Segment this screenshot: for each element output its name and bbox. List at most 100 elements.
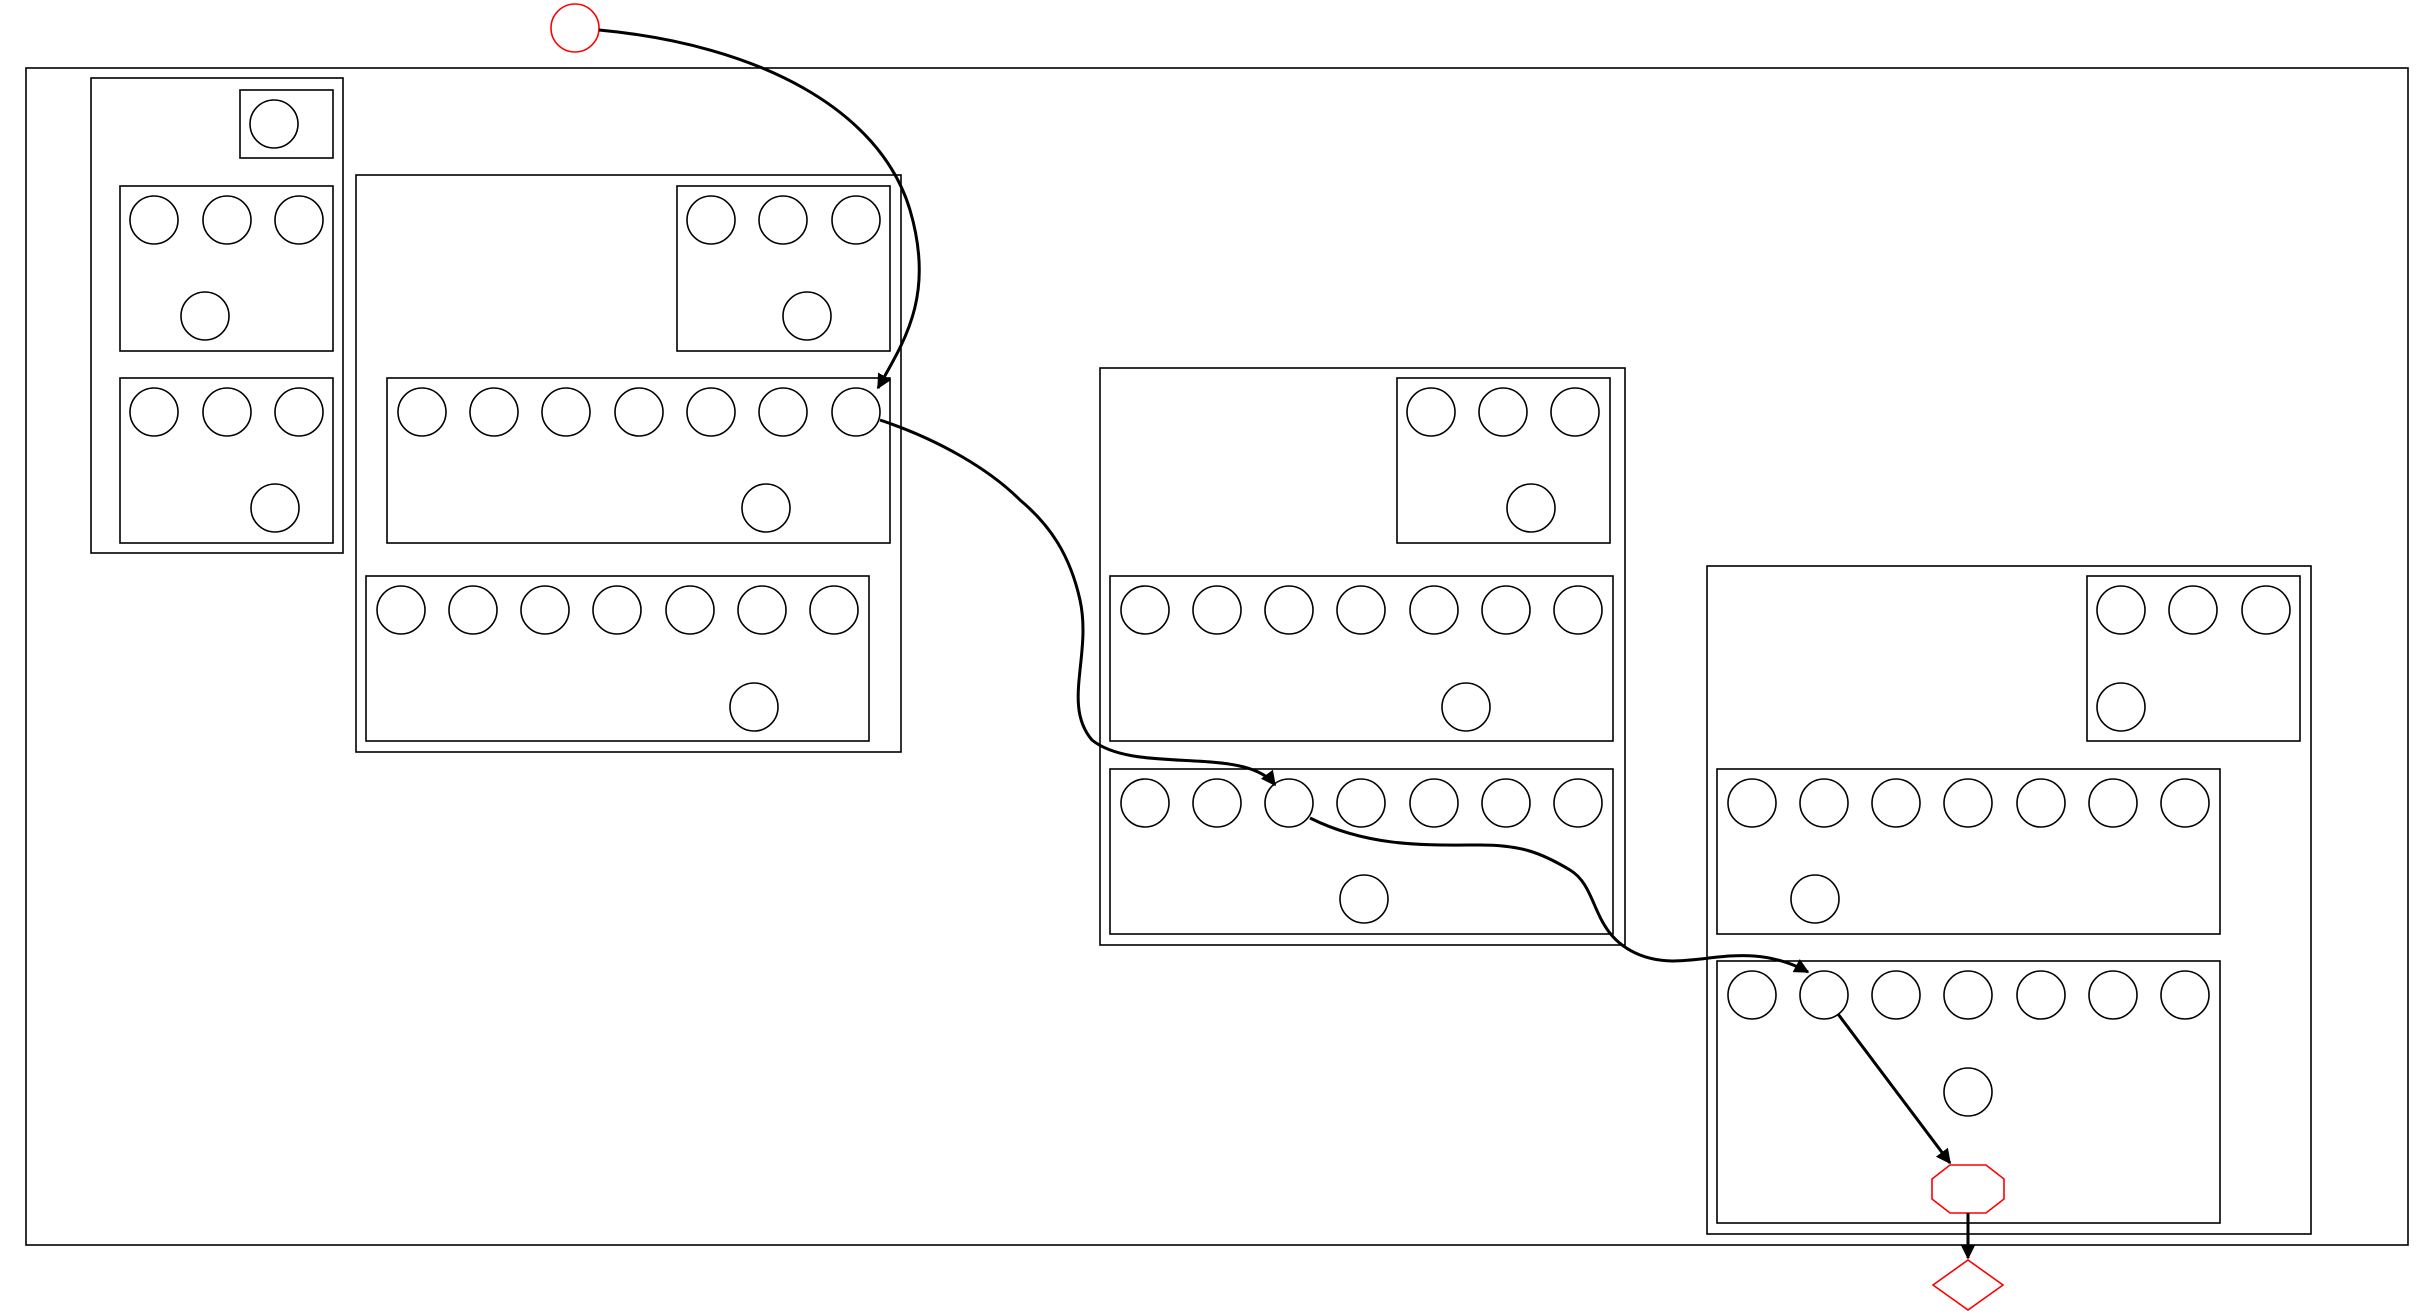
subcluster-c4b bbox=[1716, 768, 2221, 935]
subcluster-c1a-box bbox=[239, 89, 334, 159]
graph-node bbox=[1264, 585, 1314, 635]
subcluster-c2b-box bbox=[386, 377, 891, 544]
graph-node bbox=[737, 585, 787, 635]
graph-node bbox=[1192, 778, 1242, 828]
graph-node bbox=[1264, 778, 1314, 828]
subcluster-c4a-box bbox=[2086, 575, 2301, 742]
graph-node bbox=[2016, 778, 2066, 828]
edge-c2b-to-c3c bbox=[879, 418, 1277, 787]
graph-node bbox=[1478, 387, 1528, 437]
subcluster-c1c-box bbox=[119, 377, 334, 544]
subcluster-c1c bbox=[119, 377, 334, 544]
start-circle-node bbox=[550, 3, 600, 53]
subcluster-c2c-box bbox=[365, 575, 870, 742]
cluster-c2 bbox=[355, 174, 902, 753]
graph-node bbox=[2241, 585, 2291, 635]
subcluster-c3b-box bbox=[1109, 575, 1614, 742]
graph-node bbox=[1192, 585, 1242, 635]
stop-octagon-node bbox=[1931, 1164, 2005, 1214]
graph-node bbox=[1481, 778, 1531, 828]
graph-node bbox=[129, 387, 179, 437]
graph-node bbox=[592, 585, 642, 635]
graph-node bbox=[541, 387, 591, 437]
subcluster-c3a-box bbox=[1396, 377, 1611, 544]
graph-node bbox=[2016, 970, 2066, 1020]
graph-node bbox=[1506, 483, 1556, 533]
cluster-c2-box bbox=[355, 174, 902, 753]
graph-node bbox=[274, 387, 324, 437]
graph-node bbox=[2160, 970, 2210, 1020]
graph-node bbox=[2096, 585, 2146, 635]
graph-node bbox=[1799, 970, 1849, 1020]
edge-c4c-to-stop bbox=[1836, 1013, 1952, 1165]
graph-node bbox=[2160, 778, 2210, 828]
graph-node bbox=[665, 585, 715, 635]
cluster-c1 bbox=[90, 77, 344, 554]
graph-node bbox=[809, 585, 859, 635]
graph-node bbox=[1120, 585, 1170, 635]
graph-node bbox=[2168, 585, 2218, 635]
end-diamond-node bbox=[1931, 1259, 2005, 1311]
graph-node bbox=[1943, 970, 1993, 1020]
graph-node bbox=[1120, 778, 1170, 828]
graph-node bbox=[686, 195, 736, 245]
graph-node bbox=[1336, 778, 1386, 828]
subcluster-c1a bbox=[239, 89, 334, 159]
graph-node bbox=[1481, 585, 1531, 635]
graph-node bbox=[1550, 387, 1600, 437]
graph-node bbox=[180, 291, 230, 341]
graph-node bbox=[831, 387, 881, 437]
graph-node bbox=[249, 99, 299, 149]
graph-node bbox=[1943, 778, 1993, 828]
graph-node bbox=[1441, 682, 1491, 732]
cluster-c1-box bbox=[90, 77, 344, 554]
graph-node bbox=[831, 195, 881, 245]
graph-node bbox=[1871, 778, 1921, 828]
subcluster-c3c-box bbox=[1109, 768, 1614, 935]
subcluster-c3b bbox=[1109, 575, 1614, 742]
graph-node bbox=[1871, 970, 1921, 1020]
cluster-c4 bbox=[1706, 565, 2312, 1235]
graph-node bbox=[274, 195, 324, 245]
graph-node bbox=[1409, 778, 1459, 828]
graph-node bbox=[397, 387, 447, 437]
graph-node bbox=[202, 195, 252, 245]
graph-node bbox=[741, 483, 791, 533]
graph-node bbox=[2096, 682, 2146, 732]
graph-node bbox=[469, 387, 519, 437]
graph-node bbox=[2088, 778, 2138, 828]
subcluster-c2a-box bbox=[676, 185, 891, 352]
graph-node bbox=[758, 387, 808, 437]
cluster-c3-box bbox=[1099, 367, 1626, 946]
graph-node bbox=[2088, 970, 2138, 1020]
subcluster-c4a bbox=[2086, 575, 2301, 742]
graph-node bbox=[1409, 585, 1459, 635]
graph-node bbox=[250, 483, 300, 533]
graph-node bbox=[1727, 970, 1777, 1020]
edge-c3c-to-c4c bbox=[1309, 816, 1810, 974]
subcluster-c1b bbox=[119, 185, 334, 352]
graph-node bbox=[1553, 778, 1603, 828]
subcluster-c4b-box bbox=[1716, 768, 2221, 935]
graph-node bbox=[1339, 874, 1389, 924]
graph-node bbox=[520, 585, 570, 635]
graph-node bbox=[729, 682, 779, 732]
graph-node bbox=[129, 195, 179, 245]
edge-start-to-c2b bbox=[598, 28, 921, 390]
outer-cluster bbox=[25, 67, 2409, 1246]
graph-node bbox=[1336, 585, 1386, 635]
graph-node bbox=[1943, 1067, 1993, 1117]
graph-node bbox=[1406, 387, 1456, 437]
graph-node bbox=[1799, 778, 1849, 828]
subcluster-c1b-box bbox=[119, 185, 334, 352]
subcluster-c3a bbox=[1396, 377, 1611, 544]
subcluster-c2c bbox=[365, 575, 870, 742]
graph-node bbox=[686, 387, 736, 437]
graph-node bbox=[758, 195, 808, 245]
graph-node bbox=[1790, 874, 1840, 924]
subcluster-c2b bbox=[386, 377, 891, 544]
graph-node bbox=[1553, 585, 1603, 635]
graph-node bbox=[448, 585, 498, 635]
graph-node bbox=[376, 585, 426, 635]
